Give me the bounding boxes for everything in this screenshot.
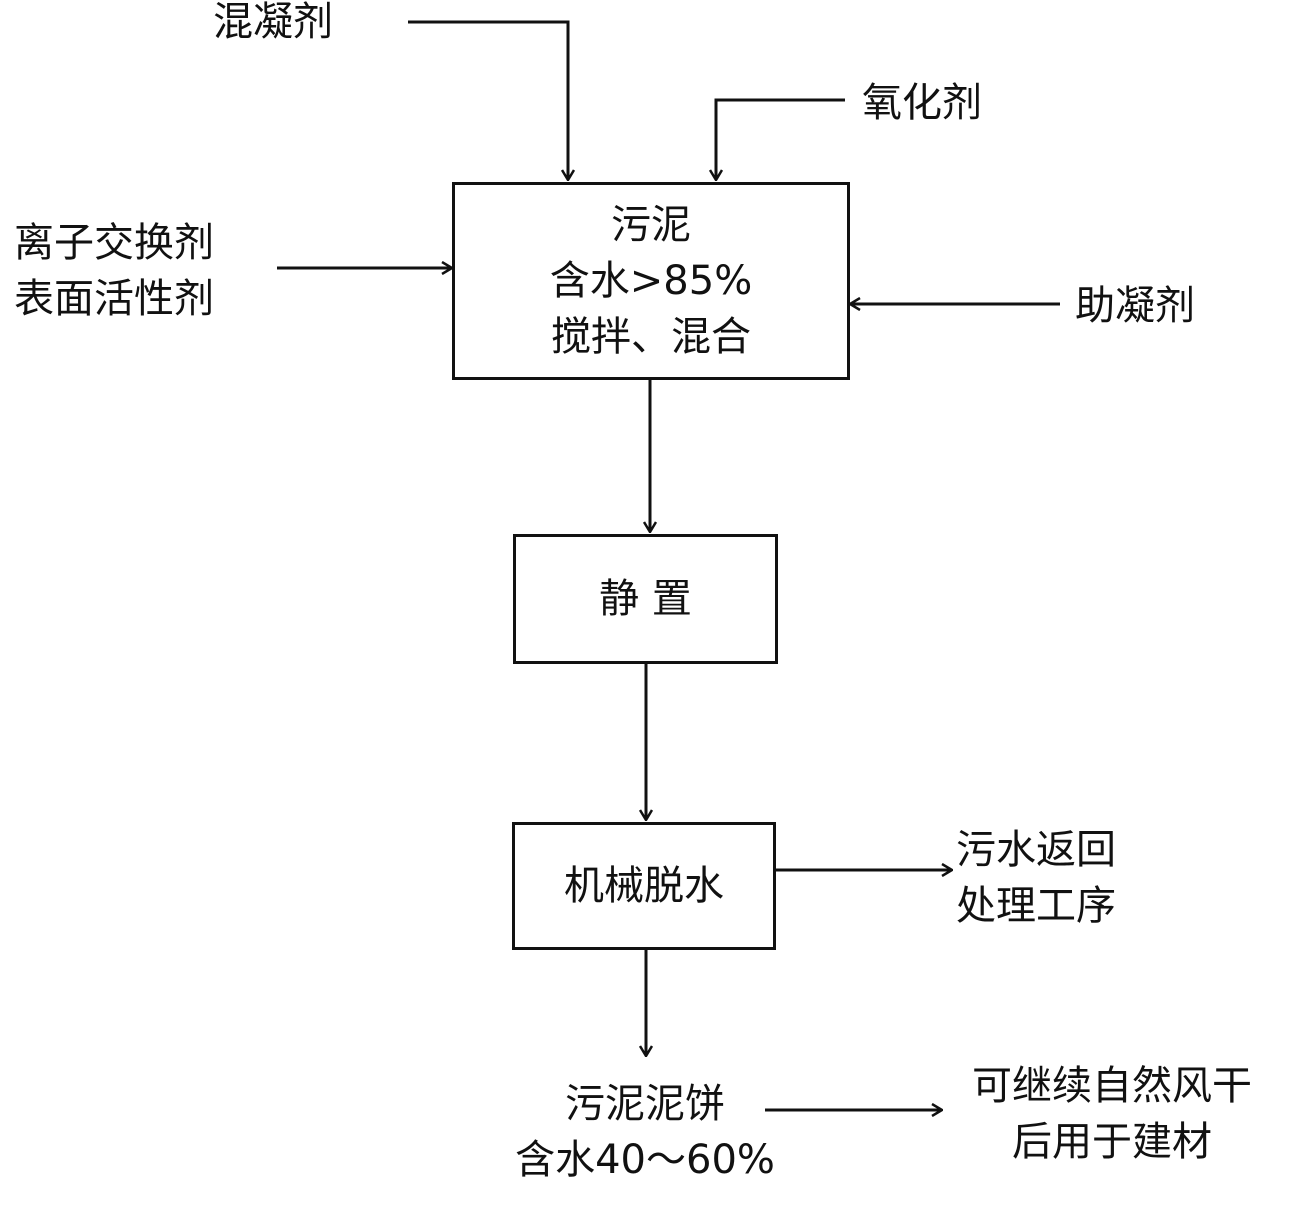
arrow-oxidant bbox=[716, 98, 845, 180]
coagulant-aid-label: 助凝剂 bbox=[1075, 283, 1195, 329]
settling-label: 静 置 bbox=[599, 576, 692, 622]
dewatering-box: 机械脱水 bbox=[512, 822, 776, 950]
final-use-label: 可继续自然风干 后用于建材 bbox=[940, 1058, 1284, 1170]
ion-exchange-surfactant-label: 离子交换剂 表面活性剂 bbox=[14, 215, 214, 327]
mixing-water-content: 含水>85% bbox=[549, 258, 753, 304]
sludge-cake-line-1: 污泥泥饼 bbox=[565, 1081, 725, 1127]
final-use-line-2: 后用于建材 bbox=[1012, 1119, 1212, 1165]
ion-exchange-label: 离子交换剂 bbox=[14, 220, 214, 266]
arrow-coagulant bbox=[408, 20, 568, 180]
surfactant-label: 表面活性剂 bbox=[14, 276, 214, 322]
wastewater-line-2: 处理工序 bbox=[956, 883, 1116, 929]
coagulant-label: 混凝剂 bbox=[213, 0, 333, 45]
wastewater-return-label: 污水返回 处理工序 bbox=[956, 822, 1116, 934]
mixing-box: 污泥 含水>85% 搅拌、混合 bbox=[452, 182, 850, 380]
dewatering-label: 机械脱水 bbox=[564, 863, 724, 909]
final-use-line-1: 可继续自然风干 bbox=[972, 1063, 1252, 1109]
mixing-sludge-label: 污泥 bbox=[611, 202, 691, 248]
settling-box: 静 置 bbox=[513, 534, 778, 664]
oxidant-label: 氧化剂 bbox=[862, 80, 982, 126]
wastewater-line-1: 污水返回 bbox=[956, 827, 1116, 873]
mixing-action: 搅拌、混合 bbox=[551, 314, 751, 360]
sludge-cake-line-2: 含水40～60% bbox=[515, 1137, 775, 1183]
sludge-cake-label: 污泥泥饼 含水40～60% bbox=[495, 1076, 795, 1188]
